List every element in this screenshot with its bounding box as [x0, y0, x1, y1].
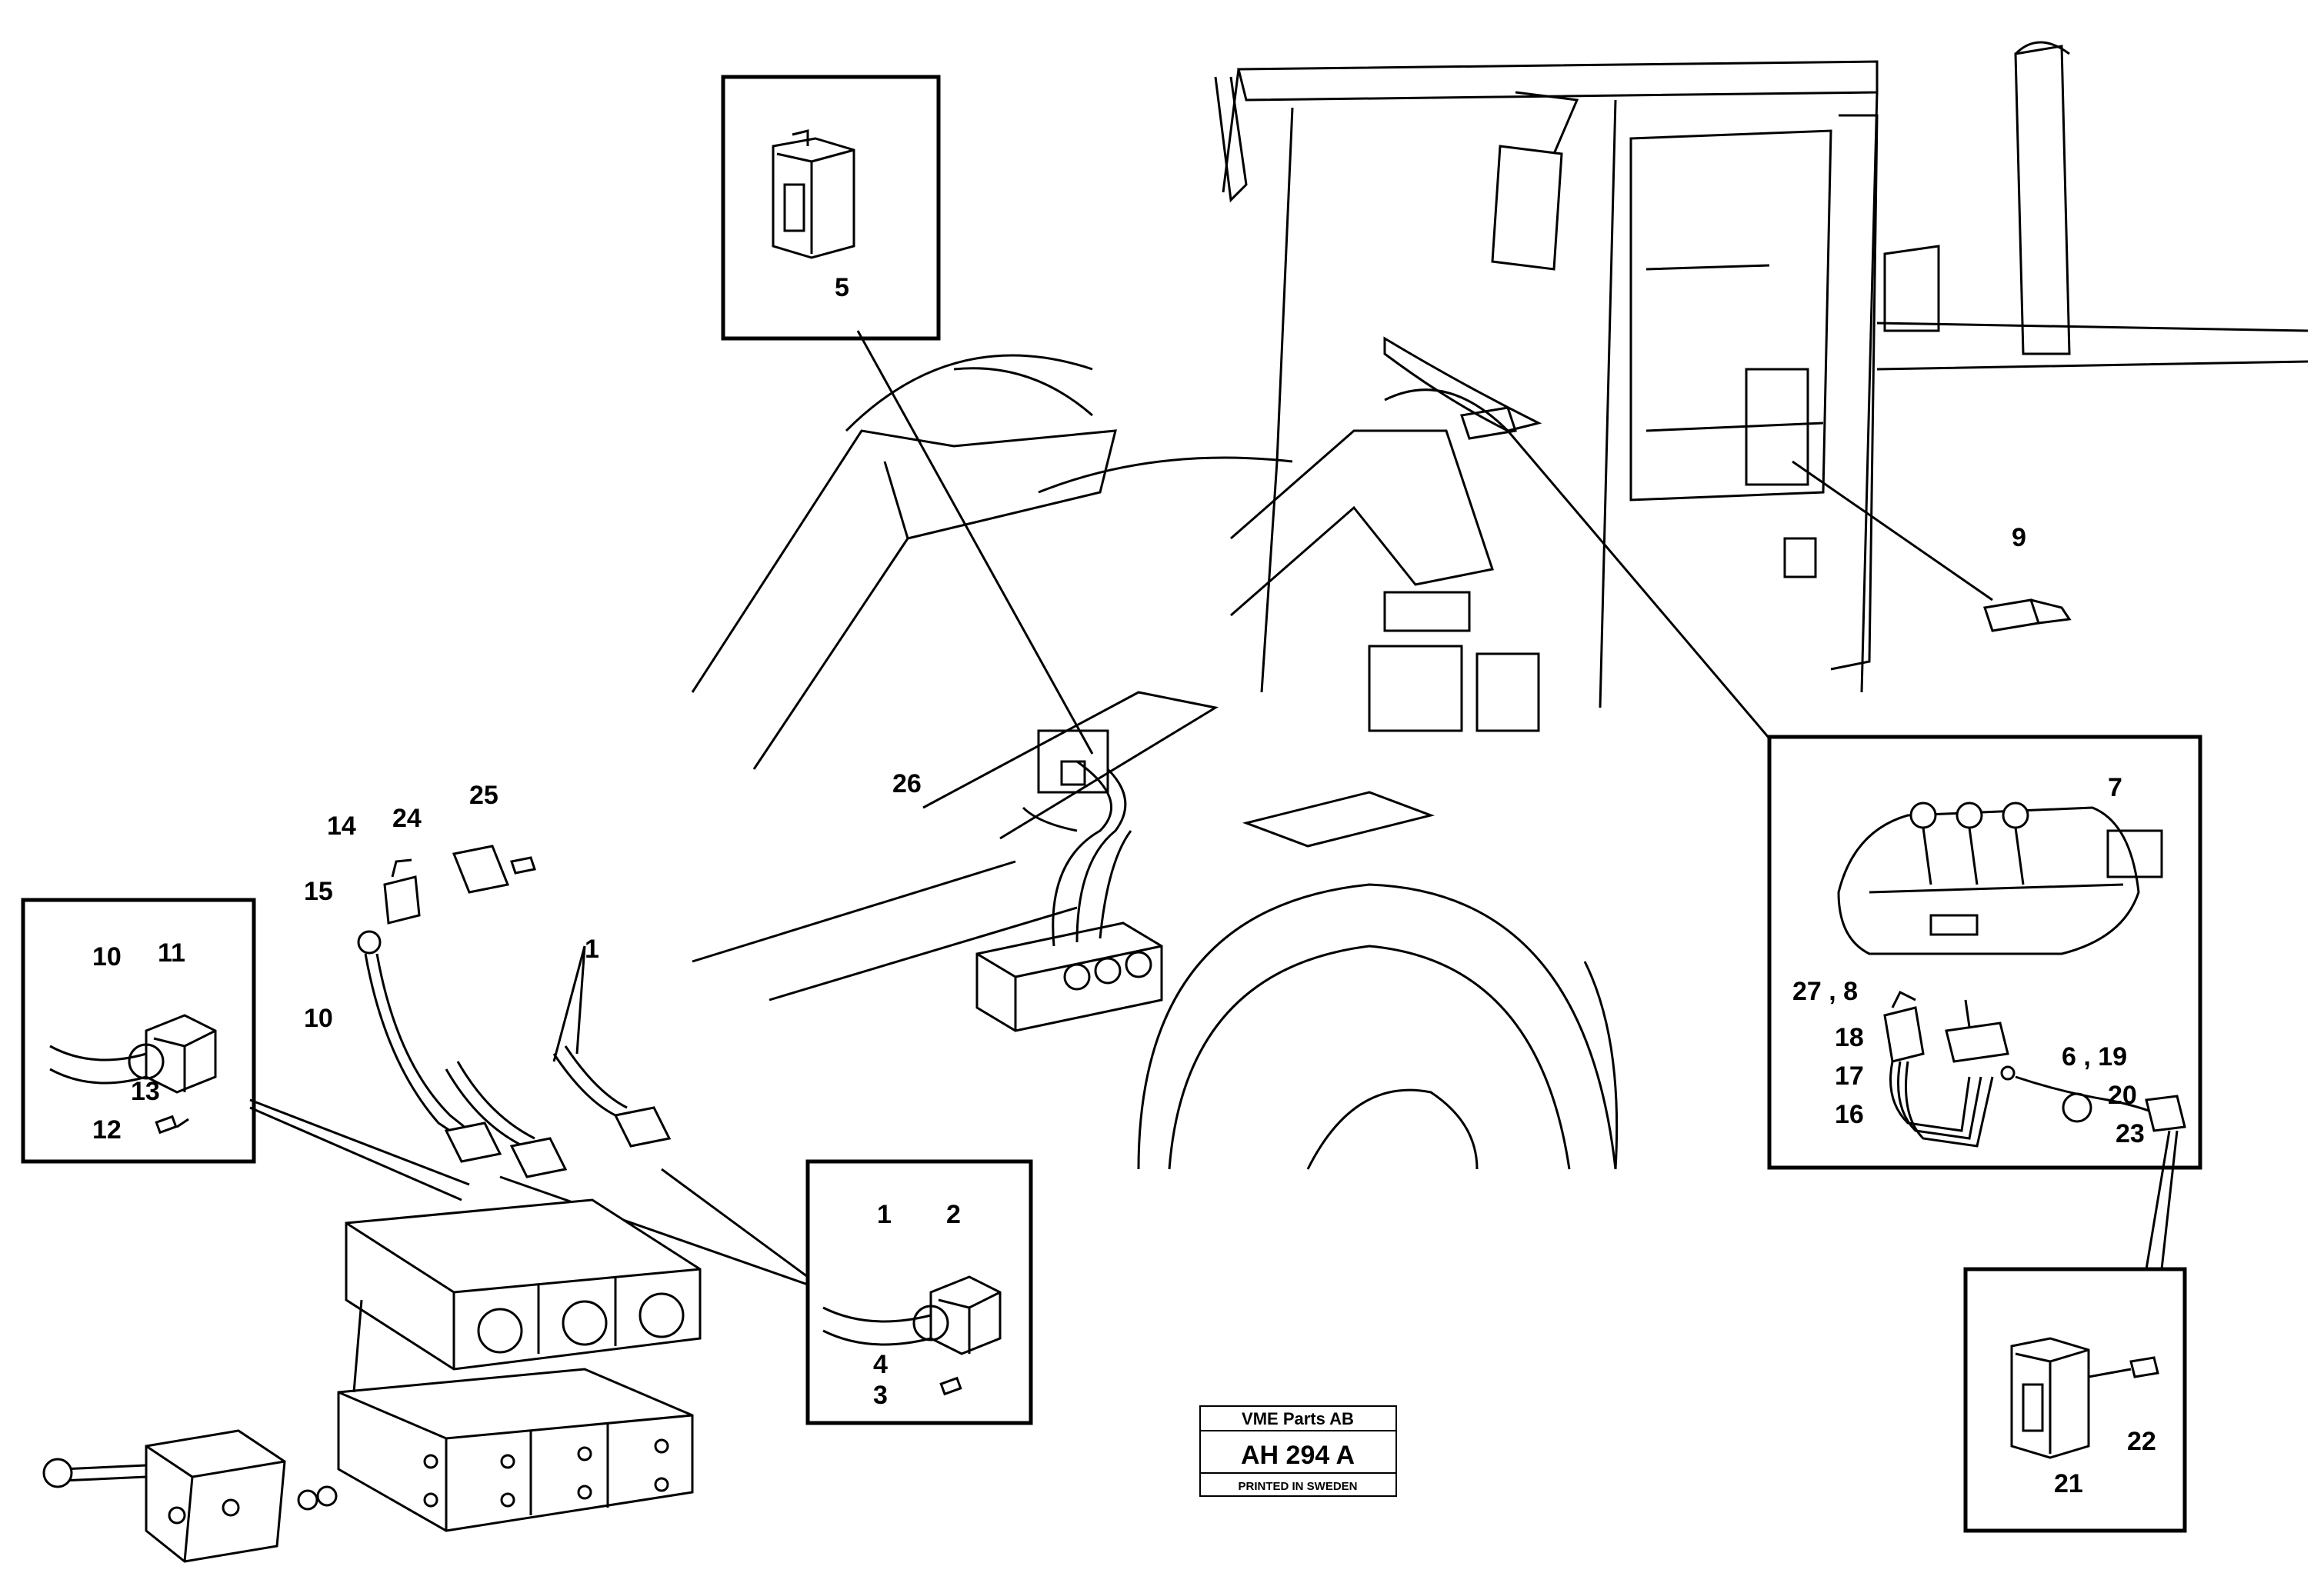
callout-25: 25	[469, 781, 498, 810]
toggle-switch-6-icon	[1945, 999, 2009, 1063]
callout-24: 24	[392, 804, 422, 833]
callout-3: 3	[873, 1381, 888, 1410]
callout-27-8: 27 , 8	[1792, 977, 1858, 1006]
callout-13: 13	[131, 1077, 160, 1106]
callout-15: 15	[304, 877, 333, 906]
callout-20: 20	[2108, 1081, 2137, 1110]
callout-11: 11	[158, 938, 185, 968]
callout-10: 10	[304, 1004, 333, 1033]
callout-22: 22	[2127, 1427, 2156, 1456]
detail-box-connector-2	[499, 1159, 1033, 1425]
leader-control-box	[1506, 430, 1771, 739]
leader-1	[552, 945, 586, 1062]
callout-2: 2	[946, 1200, 961, 1229]
callout-23: 23	[2116, 1119, 2145, 1148]
callout-6-19: 6 , 19	[2062, 1042, 2127, 1071]
leader-5	[856, 330, 1094, 755]
callout-9: 9	[2012, 523, 2026, 552]
connector-5-icon	[772, 129, 855, 259]
rocker-switch-18-icon	[1883, 990, 1925, 1063]
leader-10-box	[249, 1098, 470, 1201]
lever-console-icon	[1837, 801, 2163, 955]
title-stamp: VME Parts AB AH 294 A PRINTED IN SWEDEN	[1199, 1405, 1397, 1497]
stamp-code: AH 294 A	[1241, 1441, 1355, 1470]
callout-17: 17	[1835, 1061, 1864, 1091]
callout-4: 4	[873, 1350, 888, 1379]
callout-7: 7	[2108, 773, 2122, 802]
callout-14: 14	[327, 811, 356, 841]
detail-box-connector-21	[1963, 1267, 2187, 1533]
callout-18: 18	[1835, 1023, 1864, 1052]
callout-26: 26	[892, 769, 922, 798]
callout-labels: 5 9 7 27 , 8 18 17 16 6 , 19 20 23 22 21…	[92, 273, 2156, 1498]
callout-21: 21	[2054, 1469, 2083, 1498]
callout-12: 12	[92, 1115, 122, 1145]
loose-parts	[357, 845, 672, 1178]
callout-1: 1	[585, 935, 599, 964]
stamp-company: VME Parts AB	[1242, 1409, 1354, 1428]
wheel-loader-illustration	[691, 41, 2309, 1170]
solenoid-valve-stack	[42, 1198, 702, 1563]
callout-16: 16	[1835, 1100, 1864, 1129]
callout-5: 5	[835, 273, 849, 302]
stamp-printed: PRINTED IN SWEDEN	[1238, 1480, 1357, 1493]
callout-1-box: 1	[877, 1200, 892, 1229]
detail-box-connector-5	[721, 75, 1094, 755]
fuse-9-icon	[1983, 598, 2072, 632]
detail-box-control-panel	[1767, 735, 2202, 1170]
detail-box-connector-11	[21, 898, 470, 1201]
leader-1-box	[499, 1168, 809, 1286]
leader-21	[2145, 1130, 2179, 1270]
callout-10-box: 10	[92, 942, 122, 971]
leader-9	[1792, 460, 1993, 602]
